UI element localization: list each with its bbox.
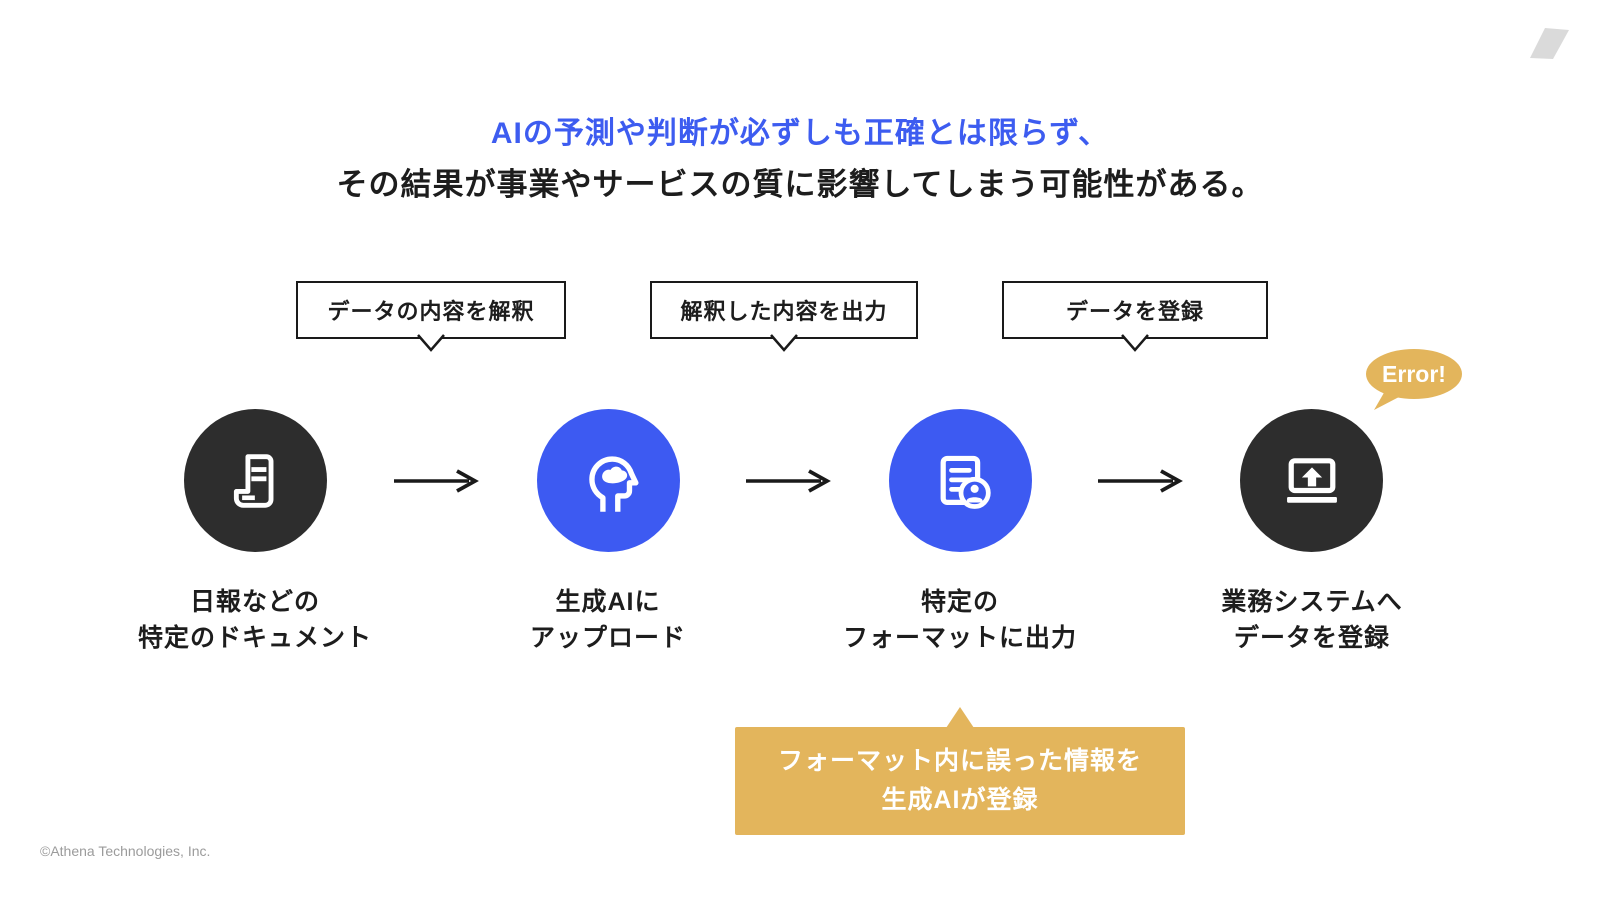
arrow-right-icon: [746, 469, 831, 493]
step-label-system: 業務システムへ データを登録: [1221, 588, 1403, 652]
title-line-blue: AIの予測や判断が必ずしも正確とは限らず、: [490, 117, 1110, 150]
callout-label: 解釈した内容を出力: [680, 299, 888, 324]
error-bubble-label: Error!: [1382, 360, 1446, 387]
document-icon: [233, 453, 273, 508]
warning-line2: 生成AIが登録: [881, 786, 1039, 814]
callout-label: データの内容を解釈: [327, 299, 535, 324]
callout-box-output: 解釈した内容を出力: [650, 281, 918, 352]
step-circle-format: [889, 409, 1032, 552]
step-label-document: 日報などの 特定のドキュメント: [137, 588, 372, 652]
callout-label: データを登録: [1065, 299, 1204, 324]
callout-tail: [1121, 334, 1149, 352]
step-circle-ai: [537, 409, 680, 552]
document-user-icon: [940, 455, 991, 509]
arrow-right-icon: [1098, 469, 1183, 493]
callout-tail: [770, 334, 798, 352]
error-bubble-tail: [1374, 391, 1401, 410]
copyright-text: ©Athena Technologies, Inc.: [40, 843, 211, 859]
warning-callout-tip: [946, 707, 974, 728]
step-label-ai: 生成AIに アップロード: [529, 588, 686, 652]
laptop-upload-icon: [1286, 457, 1337, 503]
step-label-format: 特定の フォーマットに出力: [842, 588, 1077, 652]
callout-box-register: データを登録: [1002, 281, 1268, 352]
warning-line1: フォーマット内に誤った情報を: [777, 747, 1142, 775]
step-circle-document: [184, 409, 327, 552]
callout-box-interpret: データの内容を解釈: [296, 281, 566, 352]
ai-head-icon: [588, 455, 638, 512]
step-circle-system: [1240, 409, 1383, 552]
arrow-right-icon: [394, 469, 479, 493]
callout-tail: [417, 334, 445, 352]
title-line-black: その結果が事業やサービスの質に影響してしまう可能性がある。: [336, 167, 1264, 202]
warning-callout: フォーマット内に誤った情報を 生成AIが登録: [735, 707, 1185, 835]
error-bubble: Error!: [1366, 349, 1462, 399]
company-logo-icon: [1530, 28, 1569, 59]
